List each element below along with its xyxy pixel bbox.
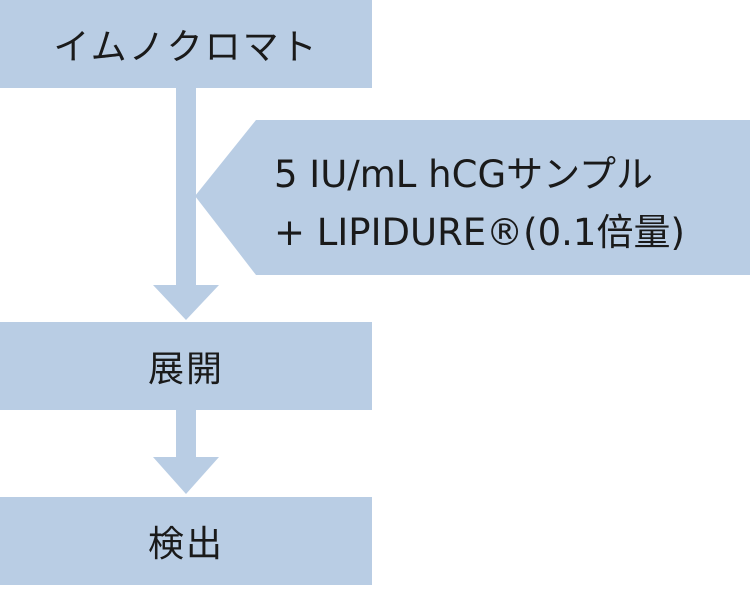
step-label: イムノクロマト	[53, 27, 319, 68]
step-label: 展開	[147, 349, 224, 390]
sample-line-2: + LIPIDURE®(0.1倍量)	[274, 211, 685, 254]
step-box-development: 展開	[0, 322, 372, 410]
step-box-immunochromatography: イムノクロマト	[0, 0, 372, 88]
sample-callout-shape	[195, 120, 750, 275]
sample-line-1: 5 IU/mL hCGサンプル	[274, 153, 654, 196]
step-label: 検出	[147, 524, 224, 565]
flow-arrow-shaft-2	[176, 410, 196, 460]
flow-arrow-head-2	[153, 457, 219, 494]
sample-callout-text: 5 IU/mL hCGサンプル + LIPIDURE®(0.1倍量)	[274, 146, 744, 262]
flow-arrow-head-1	[153, 285, 219, 320]
step-box-detection: 検出	[0, 497, 372, 585]
flow-arrow-shaft-1	[176, 88, 196, 288]
